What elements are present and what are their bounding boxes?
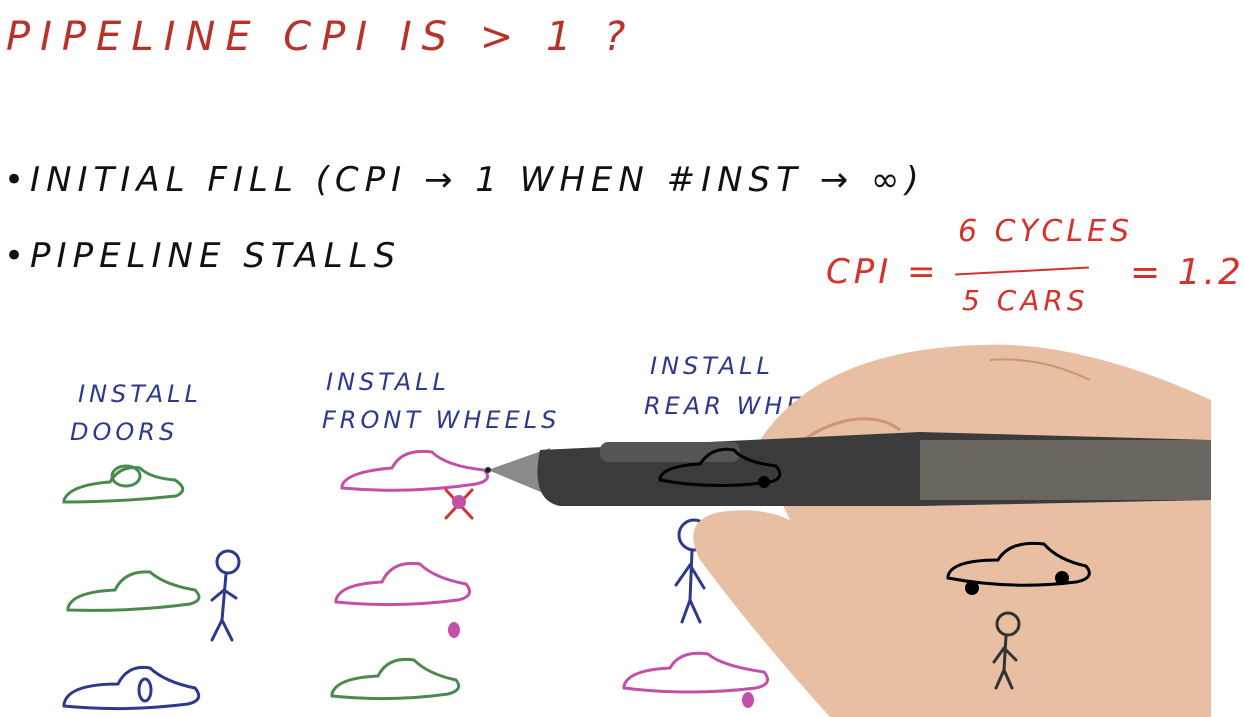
equation-result: = 1.2: [1130, 252, 1244, 293]
car-completed-black: [946, 541, 1091, 587]
rear-wheel-row3: [742, 692, 754, 708]
front-wheel-row2: [448, 622, 460, 638]
stage-rear-wheels-label-line1: INSTALL: [650, 352, 774, 380]
worker-figure-last: [992, 611, 1021, 690]
stall-mark-x: [444, 488, 474, 520]
bullet-pipeline-stalls: •PIPELINE STALLS: [4, 236, 402, 276]
hand-illustration: [693, 344, 1211, 717]
car-rear-wheels-row1-black: [658, 447, 782, 488]
slide-title: PIPELINE CPI IS > 1 ?: [6, 14, 636, 60]
car-doors-row1: [62, 464, 185, 504]
stage-front-wheels-label-line1: INSTALL: [326, 368, 450, 396]
car-front-wheels-row2: [334, 561, 472, 607]
equation-denominator: 5 CARS: [962, 284, 1089, 317]
car-rear-wheels-row3: [622, 651, 770, 694]
whiteboard-sketches: [62, 344, 1211, 717]
stage-doors-label-line2: DOORS: [70, 418, 179, 446]
worker-figure-doors: [210, 549, 241, 642]
equation-lhs: CPI =: [826, 252, 940, 292]
stylus-pen: [485, 432, 1211, 506]
car-doors-row2: [66, 570, 201, 612]
bullet-initial-fill: •INITIAL FILL (CPI → 1 WHEN #INST → ∞): [4, 160, 925, 200]
car-front-wheels-row3: [330, 657, 461, 701]
car-front-wheels-row1: [340, 449, 490, 492]
stage-front-wheels-label-line2: FRONT WHEELS: [322, 406, 561, 434]
car-doors-row3: [62, 665, 201, 711]
stage-doors-label-line1: INSTALL: [78, 380, 202, 408]
equation-numerator: 6 CYCLES: [958, 214, 1134, 249]
